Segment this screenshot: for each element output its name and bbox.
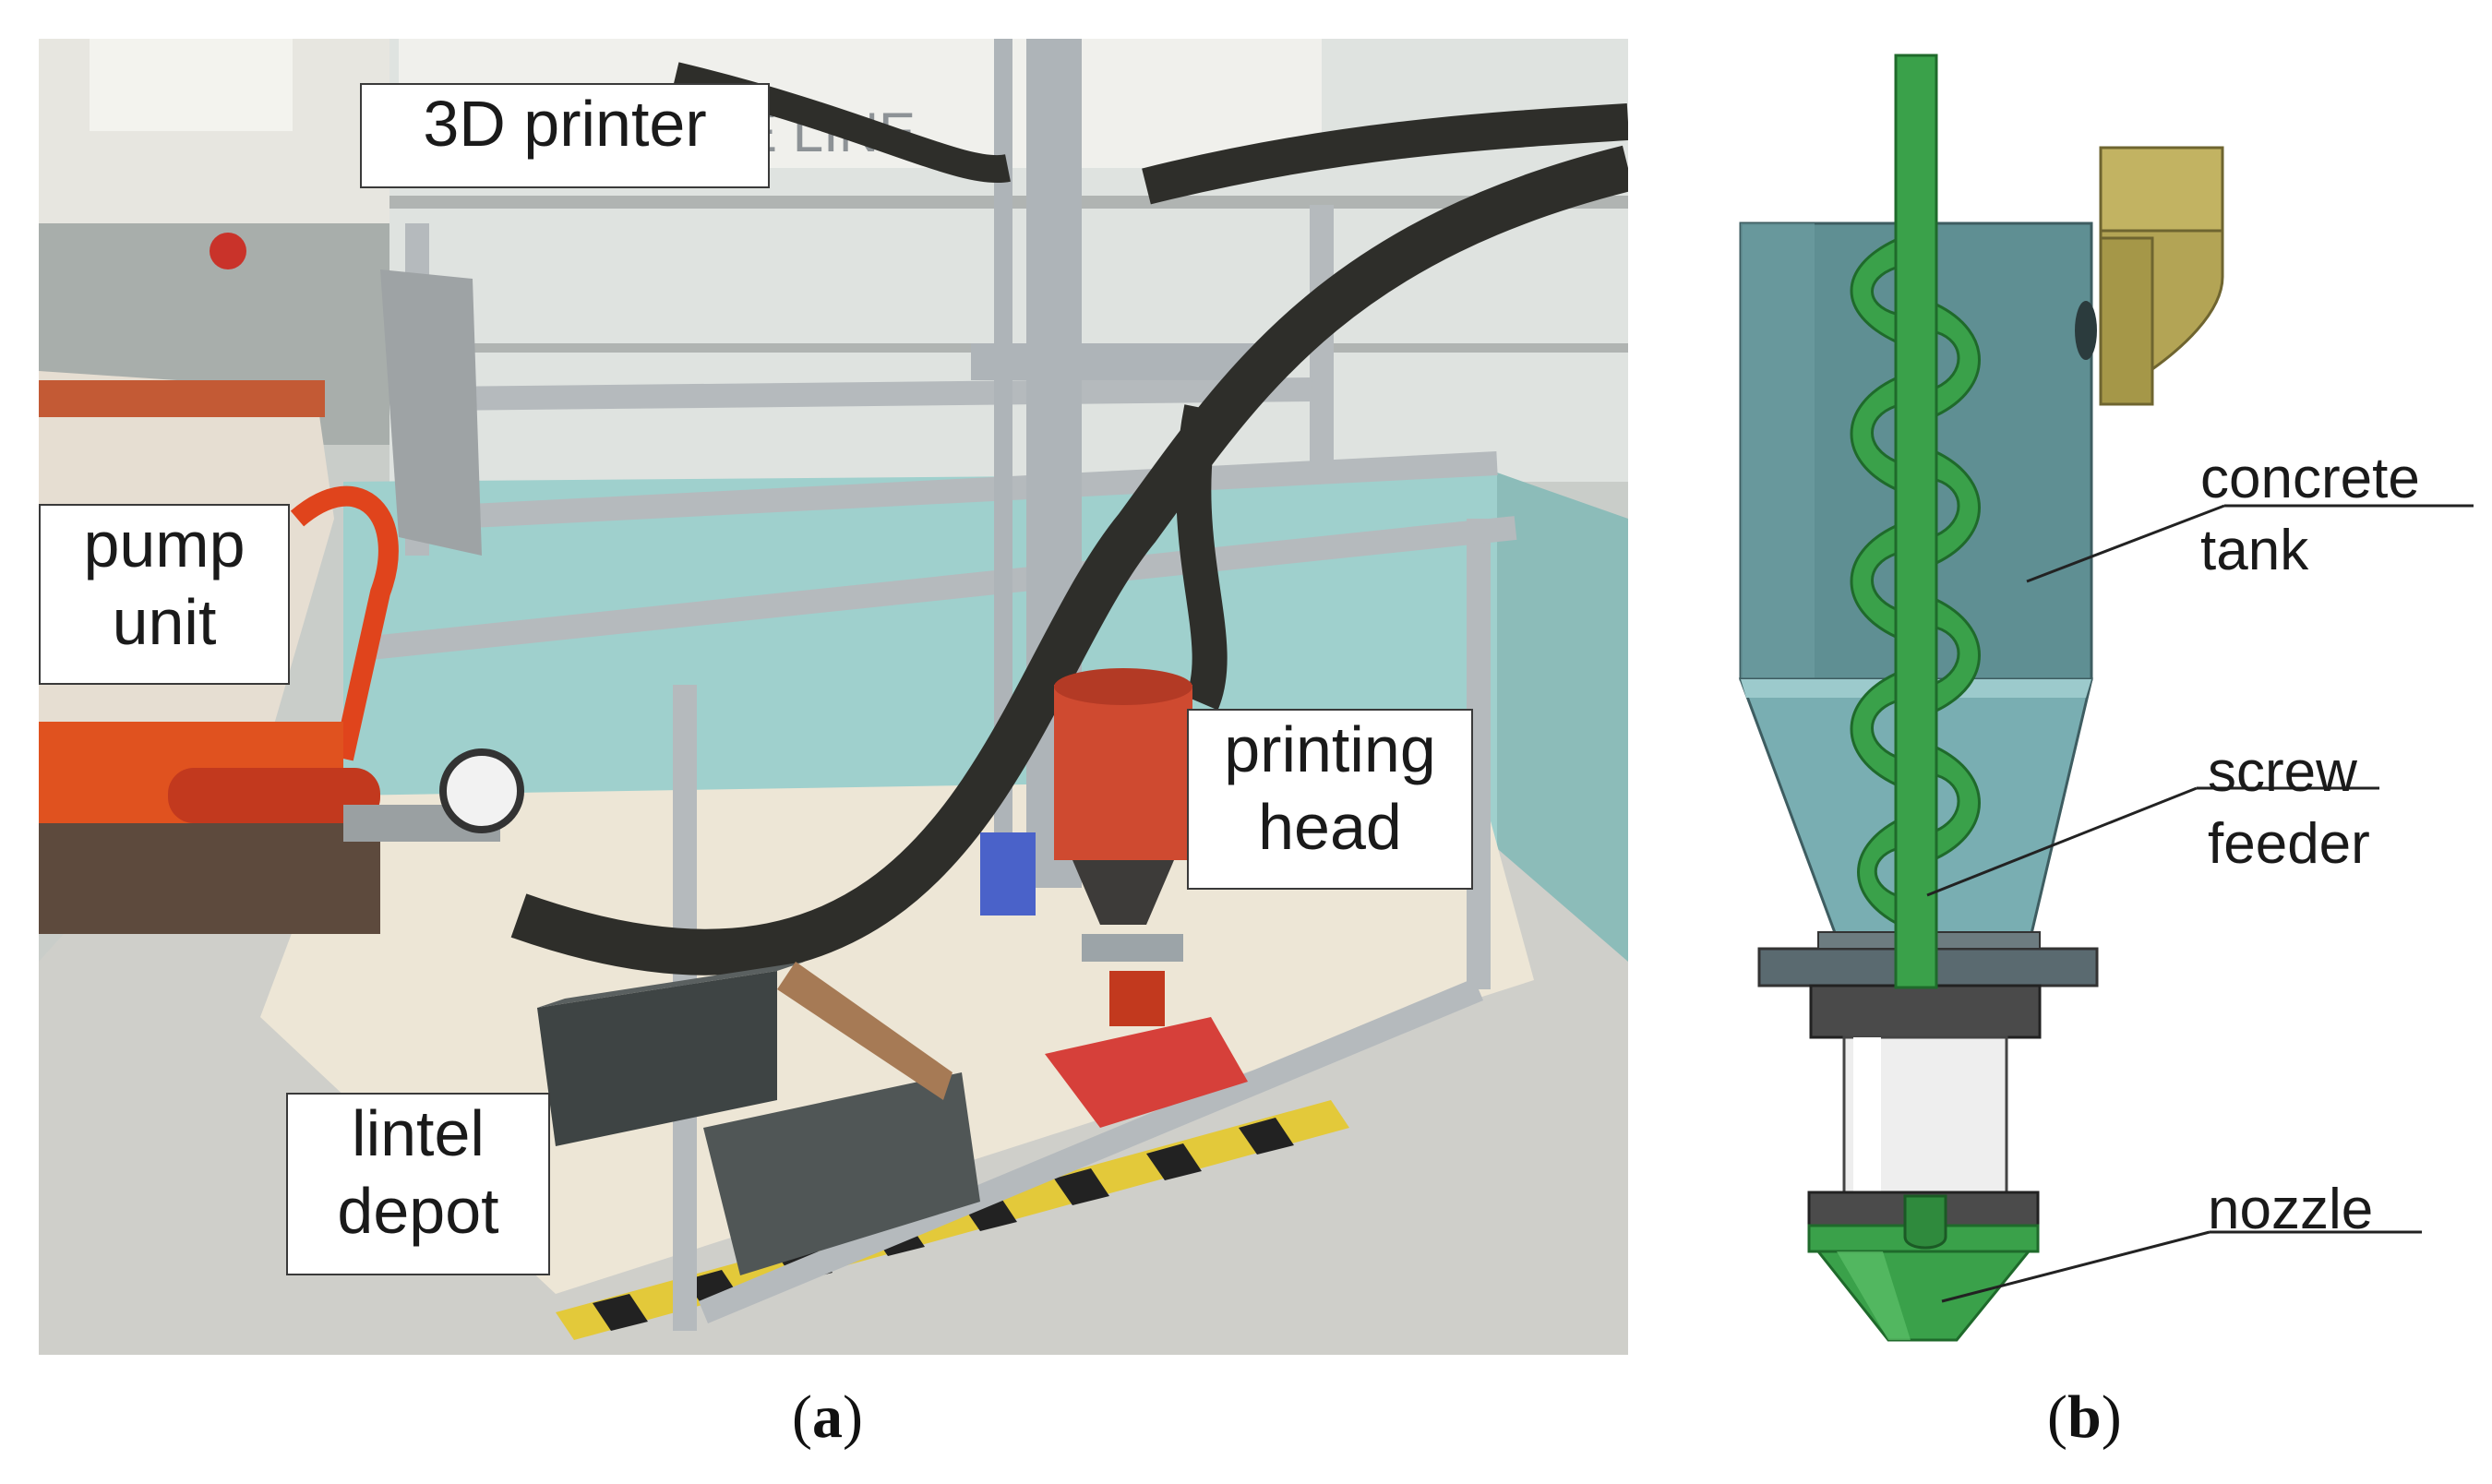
caption-b-letter: b — [2067, 1383, 2102, 1451]
side-plate — [380, 269, 482, 556]
photo-panel-a: E LINE — [39, 39, 1628, 1355]
screw-shaft — [1894, 54, 1938, 989]
photo-illustration: E LINE — [39, 39, 1628, 1355]
label-printing-head: printing head — [1187, 709, 1473, 890]
caption-b: (b) — [2047, 1383, 2122, 1451]
lintel-blocks — [537, 962, 980, 1275]
caption-a-letter: a — [811, 1383, 843, 1451]
printing-head-photo — [980, 668, 1248, 1128]
label-concrete-tank: concrete tank — [2200, 447, 2420, 582]
label-lintel-depot: lintel depot — [286, 1093, 550, 1275]
concrete-hose — [510, 145, 1628, 975]
printing-head-schematic — [1738, 54, 2474, 1342]
fire-alarm — [210, 233, 246, 269]
label-screw-feeder: screw feeder — [2208, 740, 2370, 876]
label-3d-printer: 3D printer — [360, 83, 770, 188]
caption-a: (a) — [792, 1383, 863, 1451]
label-pump-unit: pump unit — [39, 504, 290, 685]
label-nozzle: nozzle — [2208, 1178, 2374, 1241]
wall-notice — [90, 39, 293, 131]
schematic-panel-b: concrete tank screw feeder nozzle — [1698, 37, 2474, 1366]
inlet-fitting — [2075, 146, 2224, 406]
leader-lines — [1926, 504, 2474, 1303]
screw-flights — [1850, 237, 1981, 926]
